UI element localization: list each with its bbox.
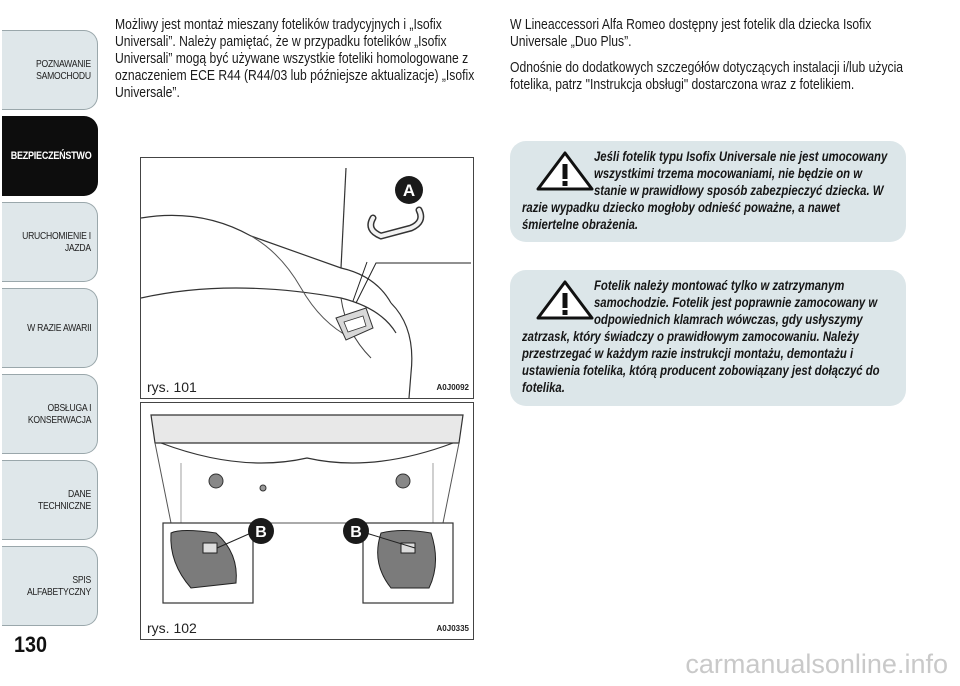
isofix-anchor-illustration: A xyxy=(141,167,471,398)
figure-102: B B rys. 102 A0J0335 xyxy=(140,402,474,640)
warning-text-1: Jeśli fotelik typu Isofix Universale nie… xyxy=(522,149,888,233)
warning-box-2: Fotelik należy montować tylko w zatrzyma… xyxy=(510,270,906,406)
callout-marker-a xyxy=(395,176,423,204)
tab-bezpieczenstwo[interactable]: BEZPIECZEŃSTWO xyxy=(2,116,98,196)
warning-text-2: Fotelik należy montować tylko w zatrzyma… xyxy=(522,278,880,396)
svg-text:B: B xyxy=(350,524,362,541)
right-column: W Lineaccessori Alfa Romeo dostępny jest… xyxy=(510,16,905,102)
left-column: Możliwy jest montaż mieszany fotelików t… xyxy=(115,16,485,101)
callout-marker-b-left xyxy=(248,518,274,544)
figure-101: A rys. 101 A0J0092 xyxy=(140,157,474,399)
chapter-sidebar: POZNAWANIE SAMOCHODU BEZPIECZEŃSTWO URUC… xyxy=(0,0,100,686)
warning-box-1: Jeśli fotelik typu Isofix Universale nie… xyxy=(510,141,906,242)
figure-caption: rys. 101 xyxy=(147,379,197,395)
figure-caption: rys. 102 xyxy=(147,620,197,636)
figure-code: A0J0092 xyxy=(436,383,469,392)
isofix-rear-anchors-illustration: B B xyxy=(150,414,464,604)
right-paragraph-2: Odnośnie do dodatkowych szczegółów dotyc… xyxy=(510,59,904,93)
tab-poznawanie-samochodu[interactable]: POZNAWANIE SAMOCHODU xyxy=(2,30,98,110)
tab-w-razie-awarii[interactable]: W RAZIE AWARII xyxy=(2,288,98,368)
tab-uruchomienie-i-jazda[interactable]: URUCHOMIENIE I JAZDA xyxy=(2,202,98,282)
right-paragraph-1: W Lineaccessori Alfa Romeo dostępny jest… xyxy=(510,16,872,50)
warning-triangle-icon xyxy=(536,151,594,191)
warning-triangle-icon xyxy=(536,280,594,320)
page-number: 130 xyxy=(14,632,48,657)
left-paragraph: Możliwy jest montaż mieszany fotelików t… xyxy=(115,16,475,101)
tab-spis-alfabetyczny[interactable]: SPIS ALFABETYCZNY xyxy=(2,546,98,626)
tab-dane-techniczne[interactable]: DANE TECHNICZNE xyxy=(2,460,98,540)
tab-obsluga-i-konserwacja[interactable]: OBSŁUGA I KONSERWACJA xyxy=(2,374,98,454)
callout-marker-b-right xyxy=(343,518,369,544)
svg-text:B: B xyxy=(255,524,267,541)
svg-text:A: A xyxy=(403,181,415,200)
figure-code: A0J0335 xyxy=(436,624,469,633)
watermark: carmanualsonline.info xyxy=(685,649,948,679)
